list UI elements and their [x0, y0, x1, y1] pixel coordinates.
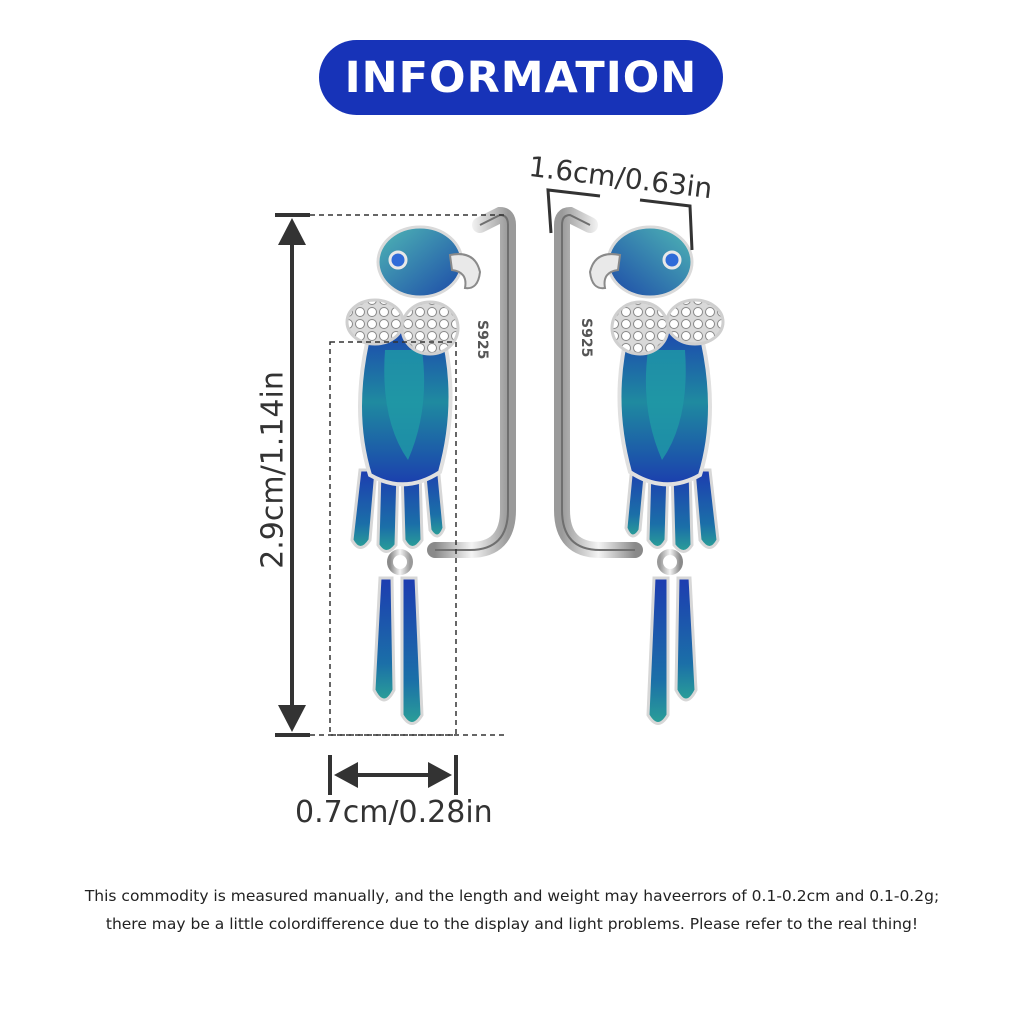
disclaimer-line-1: This commodity is measured manually, and… — [84, 887, 940, 905]
disclaimer-line-2: there may be a little colordifference du… — [105, 915, 919, 933]
disclaimer-text: This commodity is measured manually, and… — [0, 882, 1024, 938]
earring-right-image: S925 — [562, 215, 723, 724]
information-banner: INFORMATION — [319, 40, 723, 115]
width-dimension-line — [328, 341, 458, 795]
banner-title: INFORMATION — [344, 52, 698, 103]
hallmark-right: S925 — [578, 318, 594, 357]
height-label: 2.9cm/1.14in — [255, 371, 291, 569]
width-label: 0.7cm/0.28in — [295, 795, 493, 830]
top-width-bracket — [546, 188, 694, 251]
height-dimension-line — [275, 213, 505, 737]
earring-left-image: S925 — [347, 215, 508, 724]
hallmark-left: S925 — [474, 320, 490, 359]
